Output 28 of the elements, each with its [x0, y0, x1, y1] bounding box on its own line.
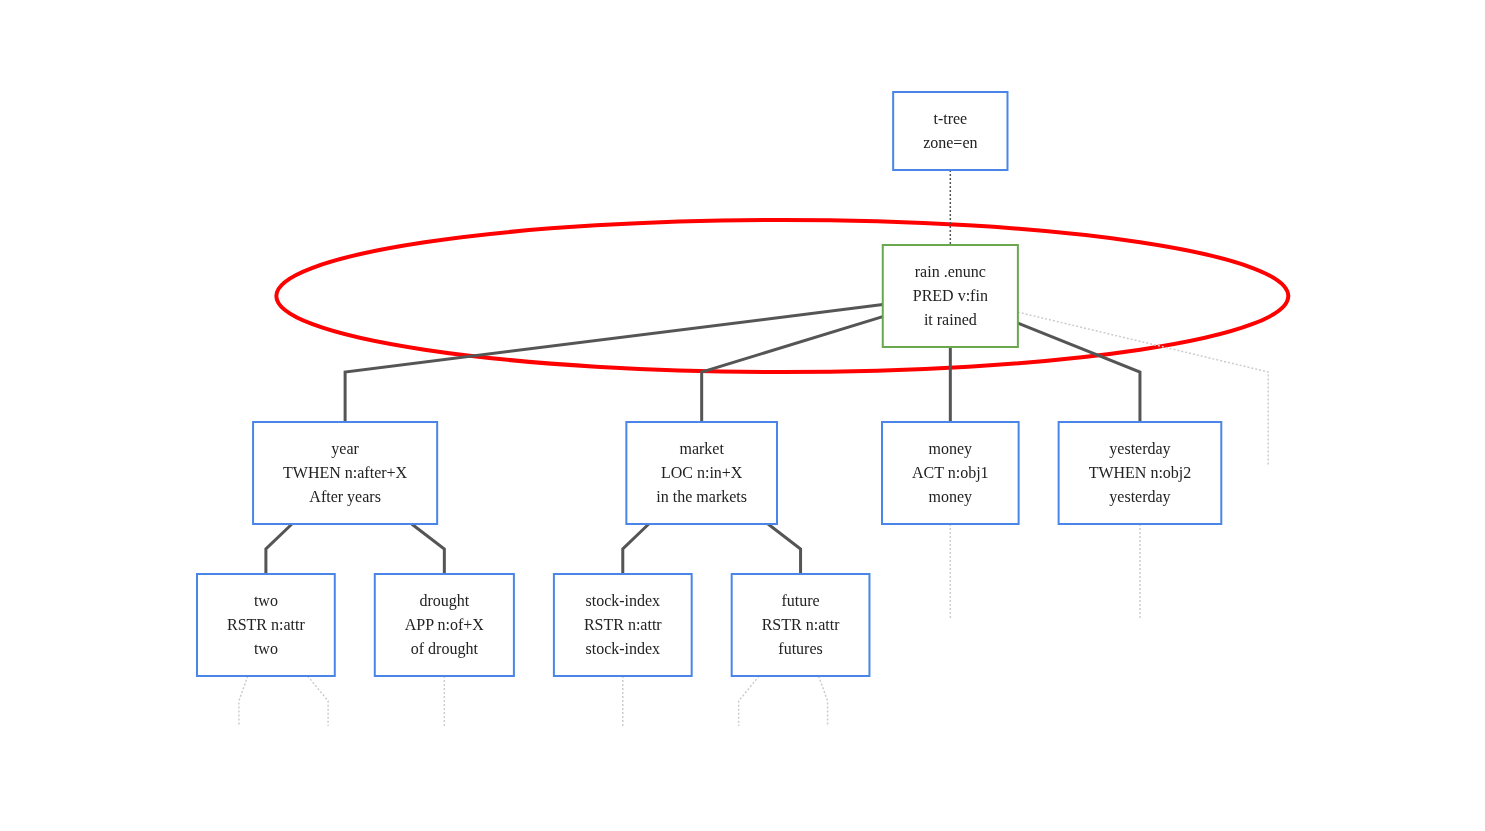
node-box: two RSTR n:attr two — [195, 572, 336, 677]
connector — [621, 674, 624, 727]
connector — [264, 522, 293, 574]
connector — [948, 346, 952, 422]
connector — [1017, 321, 1142, 422]
connector — [1017, 310, 1269, 467]
node-box: t-tree zone=en — [892, 90, 1009, 171]
node-box: rain .enunc PRED v:fin it rained — [881, 243, 1019, 348]
node-box: drought APP n:of+X of drought — [373, 572, 515, 677]
highlight-ellipse — [274, 217, 1291, 374]
node-box: year TWHEN n:after+X After years — [251, 420, 438, 525]
connector — [766, 522, 802, 574]
node-box: market LOC n:in+X in the markets — [625, 420, 778, 525]
connector — [949, 168, 951, 246]
connector — [621, 522, 650, 574]
node-box: future RSTR n:attr futures — [730, 572, 871, 677]
connector — [410, 522, 446, 574]
connector — [343, 302, 883, 422]
connector — [306, 674, 329, 727]
connector — [737, 674, 760, 727]
node-box: yesterday TWHEN n:obj2 yesterday — [1057, 420, 1223, 525]
connector — [817, 674, 829, 727]
node-box: money ACT n:obj1 money — [880, 420, 1020, 525]
connector — [949, 522, 951, 619]
connector — [1139, 522, 1141, 619]
node-box: stock-index RSTR n:attr stock-index — [552, 572, 693, 677]
connector — [238, 674, 249, 727]
connector — [443, 674, 445, 727]
